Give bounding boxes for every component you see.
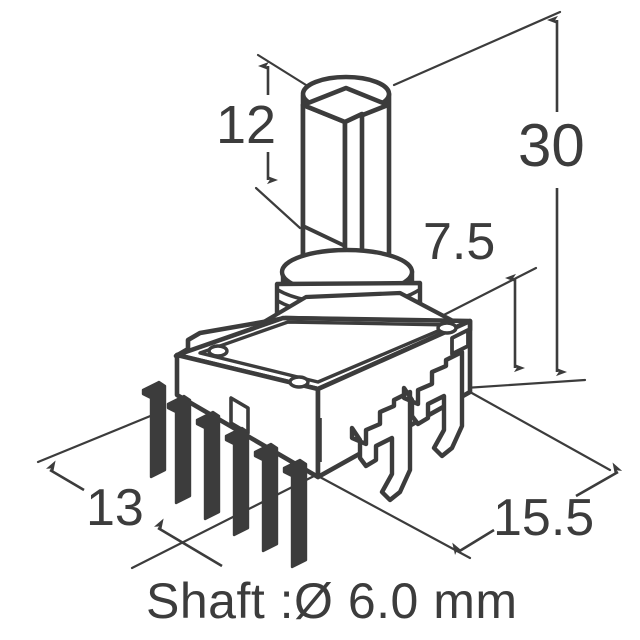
mounting-bracket-group (349, 349, 465, 503)
pin-5 (282, 458, 308, 569)
ext-line-bottom-left-b (130, 472, 320, 570)
pin-2 (195, 410, 221, 521)
ext-line-bottom-right-a (316, 474, 472, 560)
dimension-label-shaft-flat-length: 12 (216, 95, 277, 155)
dimension-label-body-depth: 13 (86, 479, 144, 537)
mounting-hole-left (207, 344, 229, 358)
ext-line-shaft-flat-left (254, 186, 302, 230)
ext-line-shaft-top-left (256, 53, 308, 87)
dim-line-13-left (45, 460, 85, 492)
dimension-lines (45, 15, 623, 568)
dimension-label-body-width: 15.5 (493, 489, 595, 547)
dim-line-155-left (452, 528, 495, 555)
dim-line-13-right (153, 518, 223, 568)
drawing-body-group (36, 10, 623, 570)
bracket-leg-front (349, 389, 413, 503)
ext-line-body-top-right (428, 266, 538, 324)
pin-3 (224, 426, 250, 537)
pin-6 (141, 380, 167, 479)
ext-line-shaft-top-right (392, 10, 562, 87)
body-mounting-holes (207, 321, 458, 389)
dim-line-155-right (575, 462, 623, 498)
shaft-flat-end-line (301, 224, 347, 248)
shaft-diameter-caption: Shaft :Ø 6.0 mm (146, 573, 518, 629)
mounting-hole-right (436, 321, 458, 335)
ext-line-body-bottom-right (463, 378, 587, 390)
ext-line-bottom-right-b (468, 390, 612, 472)
pin-1 (166, 394, 192, 505)
rear-detail-tab (450, 328, 470, 356)
shaft-flat-top-edge (300, 85, 391, 125)
pin-array-group (141, 380, 308, 569)
dimension-label-overall-height: 30 (518, 112, 585, 179)
dimension-label-body-height: 7.5 (423, 213, 496, 271)
ext-line-bottom-left-a (36, 408, 167, 464)
mounting-hole-center (288, 375, 310, 389)
pin-4 (253, 442, 279, 553)
extension-lines (36, 10, 612, 570)
bracket-leg-rear (401, 349, 465, 459)
